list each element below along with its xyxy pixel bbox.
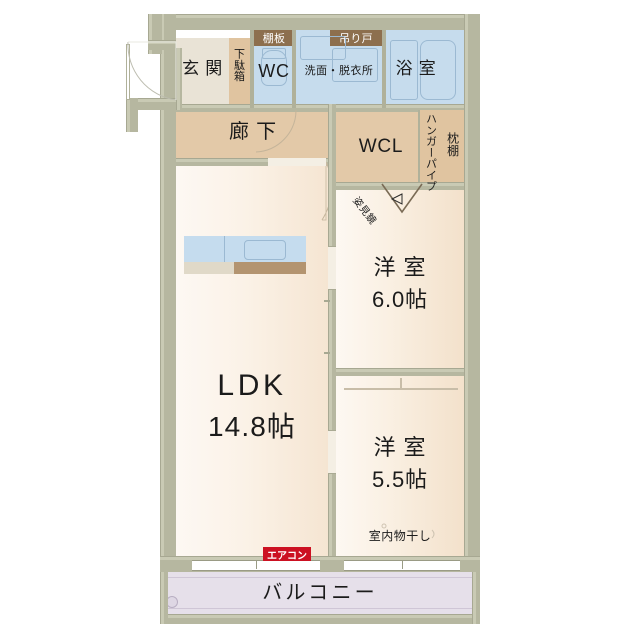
entrance-door-swing-arc	[127, 41, 177, 101]
window-ldk-mullion	[256, 560, 257, 569]
washitsu6-size: 6.0帖	[371, 287, 429, 312]
wcl-shelf-strip	[418, 110, 464, 182]
label-ldk: LDK	[176, 370, 328, 402]
yokushitsu-name: 浴 室	[395, 59, 437, 78]
getabako-block	[229, 38, 251, 108]
sugata-mirror-marker-icon	[390, 193, 403, 205]
wall-wc-senmen	[292, 30, 296, 108]
label-washitsu5: 洋 室	[336, 436, 464, 459]
wall-genkan-rouka-left	[176, 48, 182, 110]
label-rouka: 廊 下	[208, 122, 298, 143]
toilet-fixture	[261, 50, 287, 86]
bath-washing-area	[390, 40, 418, 100]
wall-balcony-left	[160, 572, 168, 624]
label-wc: WC	[254, 62, 294, 81]
tsurido-tag: 吊り戸	[330, 30, 382, 46]
wcl-hanger-pipe-line	[418, 110, 420, 182]
room-ldk-floor	[176, 164, 328, 556]
kitchen-sink	[244, 240, 286, 260]
label-washitsu6-size: 6.0帖	[336, 288, 464, 311]
room-washitsu6-floor	[336, 190, 464, 370]
balcony-floor	[160, 572, 480, 614]
room-rouka-floor	[176, 110, 328, 162]
label-makuradana: 枕棚	[445, 132, 460, 157]
room-washitsu5-floor	[336, 376, 464, 556]
wall-top-outer	[160, 14, 480, 30]
opening-ldk-bedroom5[interactable]	[328, 430, 336, 474]
toilet-tank	[262, 48, 286, 59]
wall-genkan-wc	[250, 30, 254, 108]
label-senmen: 洗面・脱衣所	[294, 65, 384, 78]
tanaita-tag: 棚板	[254, 30, 294, 46]
wall-rouka-ldk	[176, 158, 328, 166]
wall-ldk-rooms	[328, 104, 336, 556]
bedroom5-closet-end	[400, 378, 402, 390]
label-genkan: 玄 関	[176, 60, 229, 78]
makuradana-name: 枕棚	[445, 132, 460, 157]
wall-between-bedrooms	[336, 368, 464, 376]
wall-entrance-jog-left	[126, 98, 138, 132]
wall-balcony-right	[472, 572, 480, 624]
label-shitsunai-monohoshi: 室内物干し	[336, 530, 464, 543]
rouka-name: 廊 下	[229, 121, 277, 143]
getabako-name: 下駄箱	[232, 48, 245, 82]
opening-ldk-bedroom6[interactable]	[328, 246, 336, 290]
wcl-name: WCL	[358, 136, 404, 157]
aircon-badge: エアコン	[263, 547, 311, 562]
wcl-folding-door[interactable]	[380, 182, 424, 216]
washing-machine-space	[332, 48, 378, 82]
label-getabako: 下駄箱	[232, 48, 245, 82]
rouka-wetzone-door-swing	[255, 109, 297, 153]
tsurido-label: 吊り戸	[339, 33, 373, 45]
senmen-name: 洗面・脱衣所	[304, 65, 374, 77]
window-bedroom5-mullion	[402, 560, 403, 569]
label-washitsu6: 洋 室	[336, 256, 464, 279]
label-wcl: WCL	[344, 137, 418, 157]
kitchen-side-block	[184, 262, 234, 274]
hanger-pipe-name: ハンガーパイプ	[424, 113, 437, 192]
ldk-name: LDK	[217, 369, 287, 402]
label-balcony: バルコニー	[160, 583, 480, 604]
ldk-wall-niche-2	[324, 352, 330, 354]
wall-entrance-jog-top	[148, 40, 176, 50]
kitchen-counter-divider	[224, 236, 225, 262]
bathtub-fixture	[420, 40, 456, 100]
rouka-ldk-door-swing	[321, 161, 328, 221]
opening-ldk-rouka[interactable]	[268, 158, 326, 166]
tanaita-label: 棚板	[262, 33, 286, 45]
balcony-name: バルコニー	[262, 582, 378, 604]
wall-right-outer	[464, 14, 480, 572]
washitsu6-name: 洋 室	[373, 255, 427, 280]
label-ldk-size: 14.8帖	[176, 412, 328, 441]
washitsu5-size: 5.5帖	[371, 467, 429, 492]
wall-left-outer	[160, 14, 176, 572]
washitsu5-name: 洋 室	[373, 435, 427, 460]
label-hanger-pipe: ハンガーパイプ	[424, 113, 437, 192]
label-yokushitsu: 浴 室	[386, 60, 446, 78]
wc-name: WC	[258, 61, 290, 81]
shitsunai-monohoshi-name: 室内物干し	[368, 529, 432, 543]
ldk-size: 14.8帖	[207, 411, 297, 442]
label-washitsu5-size: 5.5帖	[336, 468, 464, 491]
wall-entrance-jog-bottom	[126, 98, 176, 110]
room-genkan-floor	[176, 38, 229, 108]
ldk-wall-niche-1	[324, 300, 330, 302]
wall-wetzone-bottom	[176, 104, 464, 112]
monohoshi-hook-icon	[381, 523, 435, 539]
genkan-name: 玄 関	[182, 59, 223, 78]
wall-wcl-bottom	[336, 182, 464, 190]
wall-senmen-bath	[382, 30, 386, 108]
kitchen-base-cabinet	[234, 262, 306, 274]
aircon-label: エアコン	[267, 550, 307, 562]
wall-balcony-bottom	[160, 614, 480, 624]
